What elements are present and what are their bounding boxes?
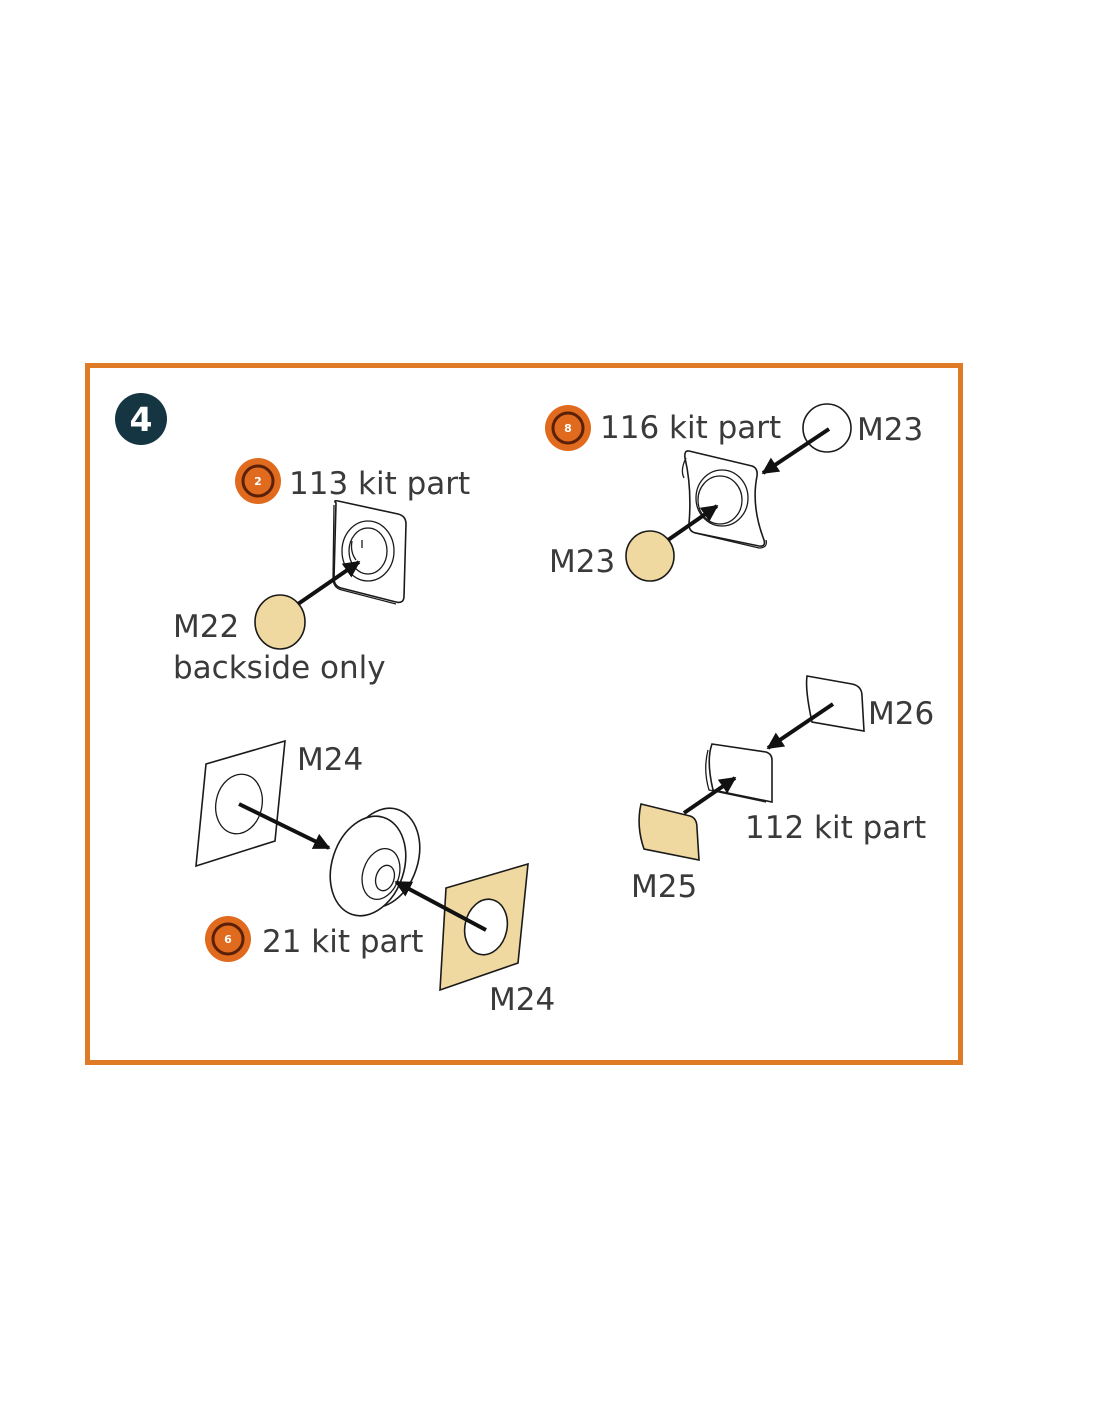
kit-part-21 bbox=[329, 807, 421, 917]
kit-part-label: 112 kit part bbox=[745, 810, 926, 846]
assembly-arrow bbox=[238, 802, 331, 850]
part-note: backside only bbox=[173, 650, 386, 686]
assembly-arrow bbox=[666, 504, 719, 542]
part-label-m25: M25 bbox=[631, 869, 697, 905]
svg-text:6: 6 bbox=[224, 933, 232, 946]
part-label-m23-top: M23 bbox=[857, 412, 923, 448]
svg-text:2: 2 bbox=[254, 475, 262, 488]
group-m22: 2 113 kit part M22 backside only bbox=[173, 458, 470, 686]
assembly-arrow bbox=[761, 427, 831, 475]
part-label-m26: M26 bbox=[868, 696, 934, 732]
etched-part-m23 bbox=[625, 530, 675, 582]
kit-part-116 bbox=[681, 450, 767, 549]
etched-part-m25 bbox=[638, 803, 700, 861]
kit-part-icon: 8 bbox=[545, 405, 591, 451]
part-label-m23-bottom: M23 bbox=[549, 544, 615, 580]
step-number: 4 bbox=[130, 400, 153, 439]
part-label-m24-top: M24 bbox=[297, 742, 363, 778]
part-label-m24-bottom: M24 bbox=[489, 982, 555, 1018]
kit-part-label: 113 kit part bbox=[289, 466, 470, 502]
kit-part-icon: 2 bbox=[235, 458, 281, 504]
kit-part-label: 21 kit part bbox=[262, 924, 423, 960]
kit-part-label: 116 kit part bbox=[600, 410, 781, 446]
kit-part-icon: 6 bbox=[205, 916, 251, 962]
svg-text:8: 8 bbox=[564, 422, 572, 435]
assembly-arrow bbox=[682, 776, 737, 815]
part-label-m22: M22 bbox=[173, 609, 239, 645]
group-m23: 8 116 kit part M23 M23 bbox=[545, 403, 923, 582]
group-m25-m26: M26 112 kit part M25 bbox=[631, 675, 934, 905]
assembly-arrow bbox=[766, 702, 835, 750]
etched-part-m22 bbox=[254, 594, 306, 650]
part-m26 bbox=[805, 675, 865, 732]
step-frame bbox=[85, 363, 963, 1065]
group-m24: M24 M24 6 21 kit part bbox=[195, 739, 555, 1018]
kit-part-113 bbox=[332, 499, 407, 605]
assembly-arrow bbox=[296, 560, 361, 606]
step-badge: 4 bbox=[115, 393, 167, 445]
assembly-arrow bbox=[394, 880, 487, 932]
